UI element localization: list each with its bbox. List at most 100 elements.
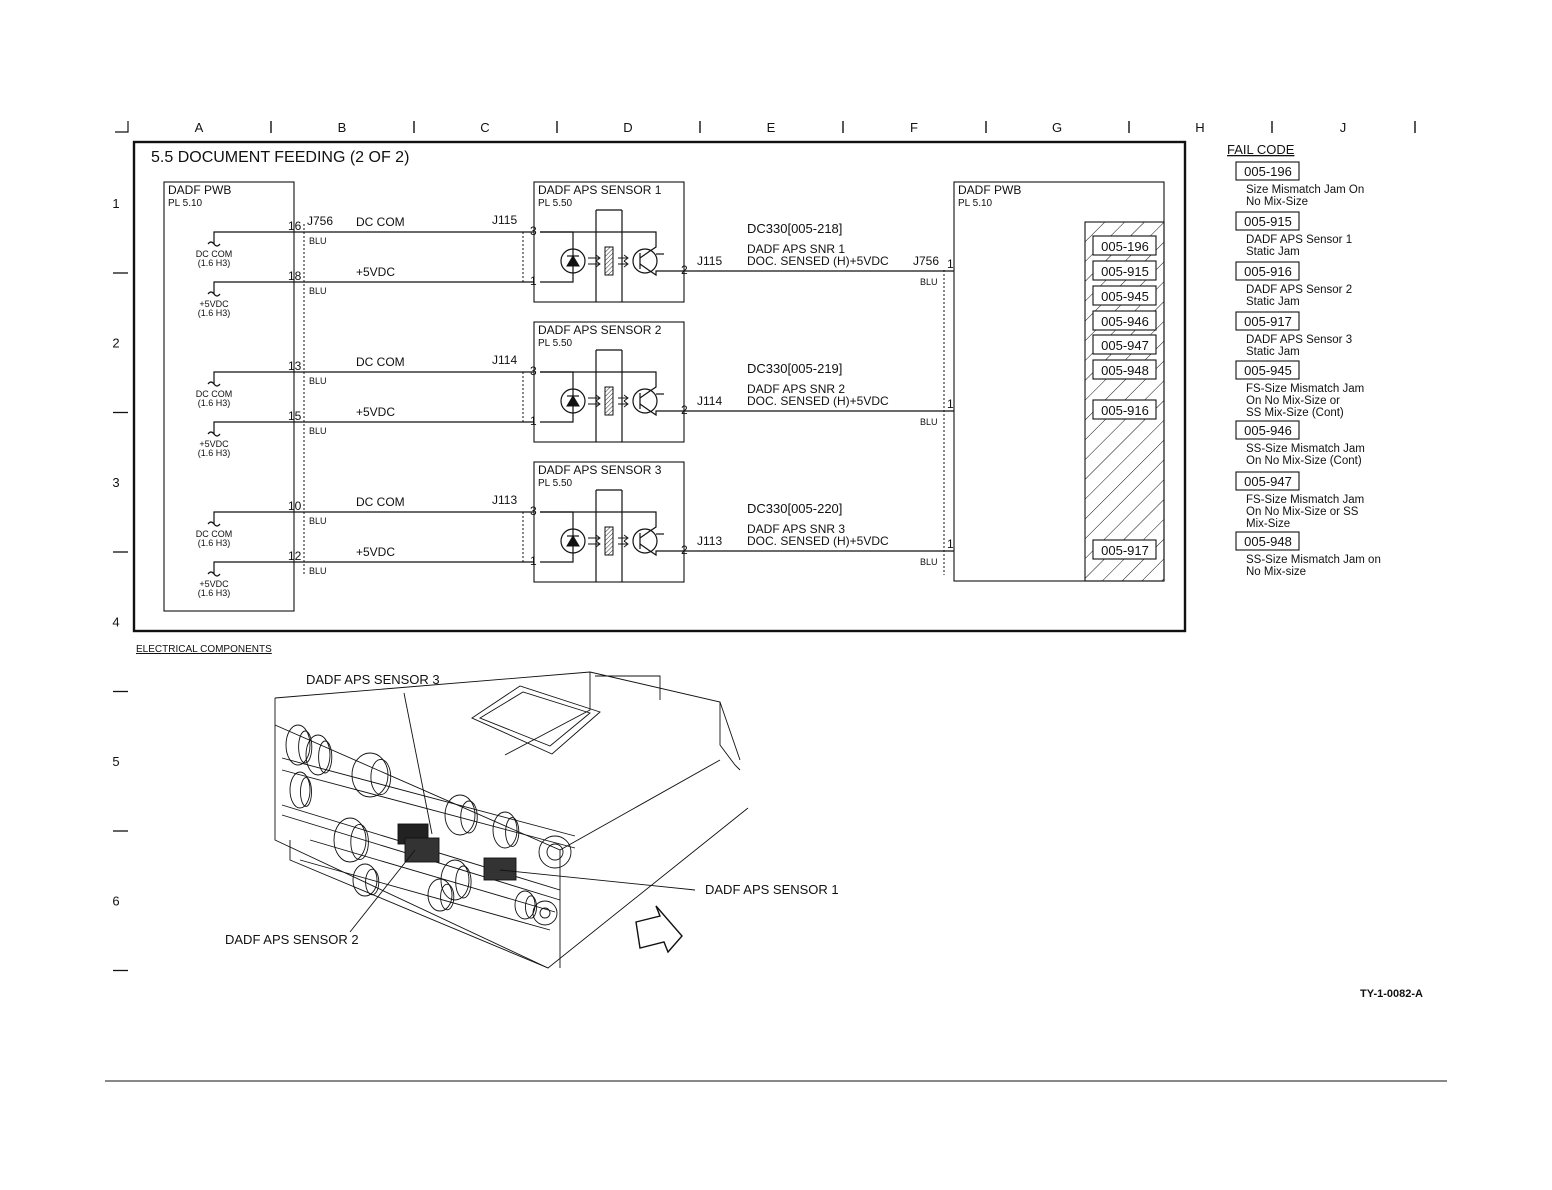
ref-dccom: DC COM(1.6 H3) [196,371,294,408]
hatch-code: 005-196 [1101,239,1149,254]
dadf-illustration [274,671,749,969]
ref-5v-loc: (1.6 H3) [198,308,231,318]
ref-dccom-loc: (1.6 H3) [198,538,231,548]
wire-color: BLU [920,417,938,427]
roller-icon [427,878,453,912]
fail-code-desc: No Mix-Size [1246,196,1308,208]
pin-com: 16 [288,219,302,233]
actuator-icon [604,386,614,416]
row-label: 6 [112,894,119,909]
signal-jack: J114 [697,394,722,408]
fail-code-box [1235,161,1300,181]
fail-code-box [1235,261,1300,281]
schematic-frame [132,140,1187,633]
fail-code-desc: On No Mix-Size (Cont) [1246,455,1362,467]
fail-code-desc: Static Jam [1246,296,1300,308]
pin-1: 1 [530,414,537,428]
snr-label: DADF APS SNR 3 [747,522,845,536]
ref-5v: +5VDC(1.6 H3) [198,421,294,458]
row-label: 2 [112,336,119,351]
roller-icon [440,859,470,901]
column-label: A [195,120,204,135]
ref-dccom-loc: (1.6 H3) [198,398,231,408]
phototransistor-icon [632,528,658,554]
actuator-icon [604,246,614,276]
actuator-icon [604,526,614,556]
callout-sensor2: DADF APS SENSOR 2 [225,932,359,947]
column-label: C [480,120,489,135]
hatch-code-box [1092,359,1157,380]
roller-icon [444,794,476,836]
sensor-pl: PL 5.50 [538,338,573,349]
dc-com-label: DC COM [356,355,405,369]
pin-3: 3 [530,224,537,238]
fail-code-desc: Size Mismatch Jam On [1246,184,1364,196]
column-label: J [1340,120,1347,135]
hatch-code: 005-915 [1101,264,1149,279]
fail-code: 005-948 [1244,534,1292,549]
sensor-pl: PL 5.50 [538,478,573,489]
fail-code-box [1235,311,1300,331]
fail-code-desc: SS-Size Mismatch Jam [1246,443,1365,455]
ref-dccom: DC COM(1.6 H3) [196,231,294,268]
signal-label: DOC. SENSED (H)+5VDC [747,254,889,268]
left-pwb-pl: PL 5.10 [168,198,203,209]
fail-code: 005-915 [1244,214,1292,229]
fail-code-box [1235,360,1300,380]
fail-code: 005-916 [1244,264,1292,279]
roller-icon [514,890,536,920]
wire-color: BLU [920,277,938,287]
roller-icon [352,863,378,897]
fail-code-desc: Mix-Size [1246,518,1290,530]
fail-code-desc: DADF APS Sensor 2 [1246,284,1352,296]
hatch-code-box [1092,285,1157,306]
row-label: 4 [112,615,119,630]
wire-color: BLU [309,376,327,386]
wire-color: BLU [309,426,327,436]
right-pwb-name: DADF PWB [958,183,1021,197]
column-label: D [623,120,632,135]
phototransistor-icon [632,248,658,274]
fail-code-box [1235,471,1300,491]
fail-code-desc: On No Mix-Size or [1246,395,1340,407]
hatch-code-box [1092,399,1157,420]
pin-5v: 12 [288,549,302,563]
roller-icon [289,771,311,809]
signal-jack: J115 [697,254,722,268]
jack-label: J115 [492,213,517,227]
plus5-label: +5VDC [356,545,395,559]
hatch-code-box [1092,260,1157,281]
fail-code-desc: DADF APS Sensor 1 [1246,234,1352,246]
row-label: 1 [112,196,119,211]
wire-color: BLU [920,557,938,567]
dc330-label: DC330[005-219] [747,361,842,376]
hatch-code-box [1092,235,1157,256]
left-connector-label: J756 [307,214,333,228]
page-title: 5.5 DOCUMENT FEEDING (2 OF 2) [151,149,409,166]
jack-label: J114 [492,353,517,367]
roller-icon [351,752,389,798]
sensor-pl: PL 5.50 [538,198,573,209]
fail-code-desc: SS Mix-Size (Cont) [1246,407,1344,419]
signal-label: DOC. SENSED (H)+5VDC [747,394,889,408]
fail-code: 005-945 [1244,363,1292,378]
phototransistor-icon [632,388,658,414]
hatch-code-box [1092,539,1157,560]
signal-jack: J113 [697,534,722,548]
roller-icon [305,734,331,776]
snr-label: DADF APS SNR 2 [747,382,845,396]
fail-code-box [1235,211,1300,231]
fail-code-box [1235,531,1300,551]
snr-label: DADF APS SNR 1 [747,242,845,256]
right-pwb-pl: PL 5.10 [958,198,993,209]
ref-dccom-loc: (1.6 H3) [198,258,231,268]
wire-color: BLU [309,236,327,246]
pin-2: 2 [681,263,688,277]
hatch-code-box [1092,334,1157,355]
fail-code-desc: Static Jam [1246,246,1300,258]
column-label: G [1052,120,1062,135]
fail-code-desc: Static Jam [1246,346,1300,358]
fail-code-title: FAIL CODE [1227,142,1295,157]
